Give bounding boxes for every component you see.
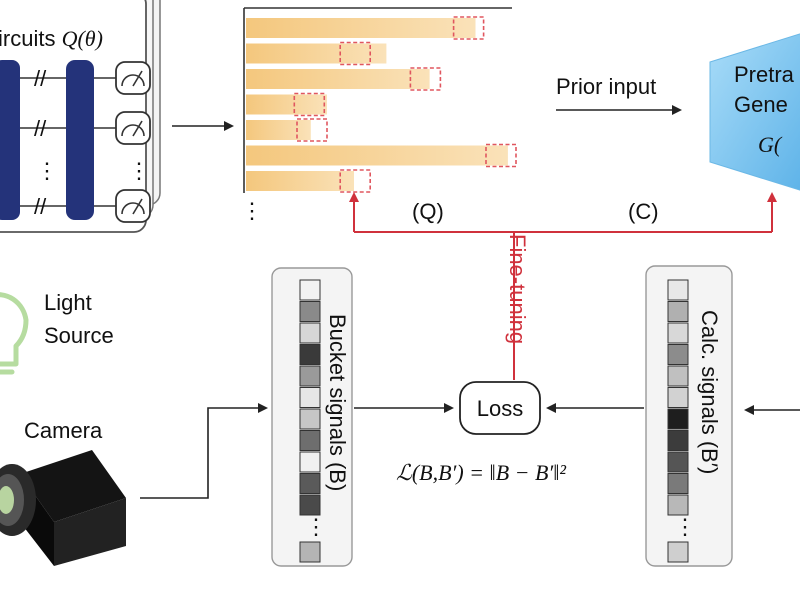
signal-cell bbox=[667, 279, 689, 301]
distribution-ellipsis: ⋮ bbox=[241, 198, 263, 223]
signal-cell bbox=[299, 451, 321, 473]
bucket-signals-panel: ⋮ Bucket signals (B) bbox=[271, 267, 353, 567]
loss-box: Loss bbox=[459, 381, 541, 435]
signal-cell bbox=[667, 473, 689, 494]
signal-cell bbox=[299, 301, 321, 322]
signal-cell bbox=[299, 430, 321, 451]
bucket-cells-ellipsis: ⋮ bbox=[305, 514, 327, 539]
fine-tuning-feedback: (Q) (C) Fine-tuning bbox=[349, 192, 777, 380]
prior-input-label: Prior input bbox=[556, 74, 656, 99]
signal-cell bbox=[667, 387, 689, 408]
signal-cell bbox=[667, 344, 689, 365]
distribution-target-box bbox=[452, 16, 485, 40]
bucket-last-cell bbox=[299, 541, 321, 563]
measurement-icon bbox=[115, 111, 151, 145]
measurement-icon bbox=[115, 189, 151, 223]
light-source-line1: Light bbox=[44, 290, 92, 315]
calc-signals-label: Calc. signals (B′) bbox=[697, 310, 722, 474]
signal-cell bbox=[299, 322, 321, 344]
measure-ellipsis: ⋮ bbox=[128, 158, 150, 183]
signal-cell bbox=[299, 473, 321, 494]
distribution-bar bbox=[246, 94, 327, 115]
signal-cell bbox=[667, 430, 689, 451]
signal-cell bbox=[667, 451, 689, 473]
circuit-ellipsis: ⋮ bbox=[36, 158, 58, 183]
signal-cell bbox=[667, 408, 689, 430]
calc-last-cell bbox=[667, 541, 689, 563]
signal-cell bbox=[667, 494, 689, 516]
circuit-title-math: Q(θ) bbox=[62, 26, 103, 51]
distribution-bar bbox=[246, 171, 354, 191]
signal-cell bbox=[299, 344, 321, 365]
signal-cell bbox=[667, 365, 689, 387]
signal-cell bbox=[299, 279, 321, 301]
distribution-target-box bbox=[296, 118, 328, 142]
light-source-line2: Source bbox=[44, 323, 114, 348]
signal-cell bbox=[299, 365, 321, 387]
generator-symbol: G( bbox=[758, 132, 783, 157]
distribution-bars bbox=[246, 16, 517, 193]
distribution-target-box bbox=[339, 41, 372, 66]
gate-block-2 bbox=[66, 60, 94, 220]
camera-to-bucket-arrow bbox=[140, 403, 268, 499]
wire-break-1: // bbox=[34, 66, 47, 91]
calc-signal-cells bbox=[667, 279, 689, 516]
signal-cell bbox=[667, 301, 689, 322]
distribution-bar bbox=[246, 18, 476, 38]
wire-break-3: // bbox=[34, 194, 47, 219]
signal-cell bbox=[299, 408, 321, 430]
feedback-c-label: (C) bbox=[628, 199, 659, 224]
pretrained-generator: Pretra Gene G( bbox=[709, 33, 800, 191]
camera-icon bbox=[0, 450, 126, 566]
signal-cell bbox=[299, 494, 321, 516]
distribution-target-box bbox=[409, 67, 442, 91]
gate-block-1 bbox=[0, 60, 20, 220]
calc-signals-panel: ⋮ Calc. signals (B′) bbox=[645, 265, 733, 567]
bucket-signal-cells bbox=[299, 279, 321, 516]
quantum-circuit-panel: ircuits Q(θ) // // // ⋮ ⋮ bbox=[0, 0, 161, 233]
generator-line1: Pretra bbox=[734, 62, 795, 87]
fine-tuning-label: Fine-tuning bbox=[505, 234, 530, 344]
feedback-q-label: (Q) bbox=[412, 199, 444, 224]
bucket-signals-label: Bucket signals (B) bbox=[325, 314, 350, 491]
loss-formula: ℒ(B,B′) = ‖B − B′‖² bbox=[396, 460, 566, 485]
camera-label: Camera bbox=[24, 418, 103, 443]
distribution-target-box bbox=[485, 143, 517, 168]
signal-cell bbox=[299, 387, 321, 408]
distribution-bar bbox=[246, 43, 387, 64]
distribution-bar bbox=[246, 69, 430, 89]
signal-cell bbox=[667, 322, 689, 344]
measurement-icon bbox=[115, 61, 151, 95]
wire-break-2: // bbox=[34, 116, 47, 141]
generator-line2: Gene bbox=[734, 92, 788, 117]
distribution-panel: ⋮ bbox=[241, 7, 517, 223]
loss-label: Loss bbox=[477, 396, 523, 421]
distribution-target-box bbox=[293, 92, 326, 117]
light-bulb-icon bbox=[0, 292, 29, 375]
calc-cells-ellipsis: ⋮ bbox=[674, 514, 696, 539]
distribution-bar bbox=[246, 120, 311, 140]
circuit-title-text: ircuits Q(θ) bbox=[0, 26, 103, 51]
circuit-title-prefix: ircuits bbox=[0, 26, 62, 51]
distribution-bar bbox=[246, 145, 508, 166]
